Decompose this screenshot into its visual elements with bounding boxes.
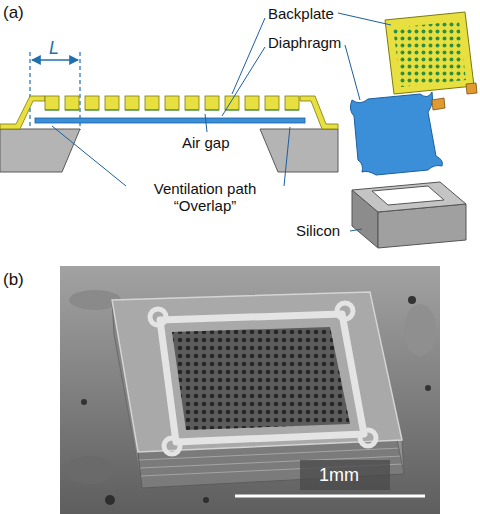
backplate-segment (85, 96, 99, 110)
backplate-anchor (0, 96, 45, 129)
backplate-underlayer (45, 110, 299, 111)
backplate-anchor (300, 96, 338, 129)
backplate-segment (185, 96, 199, 110)
part-label: Backplate (268, 5, 334, 22)
chip-ring (160, 314, 364, 442)
leader-line (345, 45, 360, 100)
leader-line (52, 126, 126, 186)
dimension-label: L (49, 38, 59, 59)
scale-bar (235, 495, 425, 498)
leader-lines (52, 13, 391, 231)
backplate-tab (466, 83, 477, 94)
backplate-segment (265, 96, 279, 110)
chip-ring-lobe (150, 309, 166, 325)
sem-texture (404, 304, 436, 356)
membrane-holes (170, 324, 354, 434)
exploded-diaphragm (350, 92, 442, 175)
backplate-segment (105, 96, 119, 110)
sem-texture (66, 456, 114, 484)
scale-bar-ground (300, 460, 390, 490)
backplate-segment (245, 96, 259, 110)
dimension-arrow (32, 59, 78, 60)
backplate-segment (65, 96, 79, 110)
silicon-block (260, 129, 338, 172)
backplate-segment (145, 96, 159, 110)
silicon-frame-opening (372, 186, 444, 205)
panel-label: (a) (3, 3, 24, 23)
chip-ring-lobe (164, 438, 180, 454)
chip-top (112, 292, 402, 452)
part-label: Silicon (296, 222, 340, 239)
backplate-segment (285, 96, 299, 110)
panel-label: (b) (3, 270, 24, 290)
chip-ring-lobe (360, 430, 376, 446)
backplate-segment (125, 96, 139, 110)
sem-pore (408, 296, 416, 304)
part-label: Diaphragm (268, 34, 341, 51)
diaphragm-layer (35, 118, 305, 123)
sem-pore (105, 495, 115, 505)
chip-ring-lobe (337, 303, 353, 319)
dimension-extension-line (29, 52, 30, 130)
leader-line (205, 114, 207, 132)
backplate-segment (45, 96, 59, 110)
backplate-segments (45, 96, 299, 110)
backplate-segment (205, 96, 219, 110)
silicon-frame-top (352, 182, 466, 212)
silicon-block (0, 129, 80, 172)
sem-photo-background (60, 266, 440, 514)
backplate-holes (385, 12, 475, 96)
leader-line (338, 13, 391, 25)
sem-pore (81, 399, 87, 405)
scale-bar-label: 1mm (319, 465, 359, 486)
sem-pore (425, 385, 431, 391)
leader-line (284, 127, 290, 186)
sem-pore (203, 497, 209, 503)
part-label: Air gap (182, 134, 230, 151)
leader-line (222, 47, 265, 116)
backplate-segment (165, 96, 179, 110)
leader-line (350, 229, 362, 231)
diaphragm-tab (432, 98, 445, 110)
leader-line (232, 18, 265, 94)
part-label: Ventilation path “Overlap” (130, 180, 280, 214)
